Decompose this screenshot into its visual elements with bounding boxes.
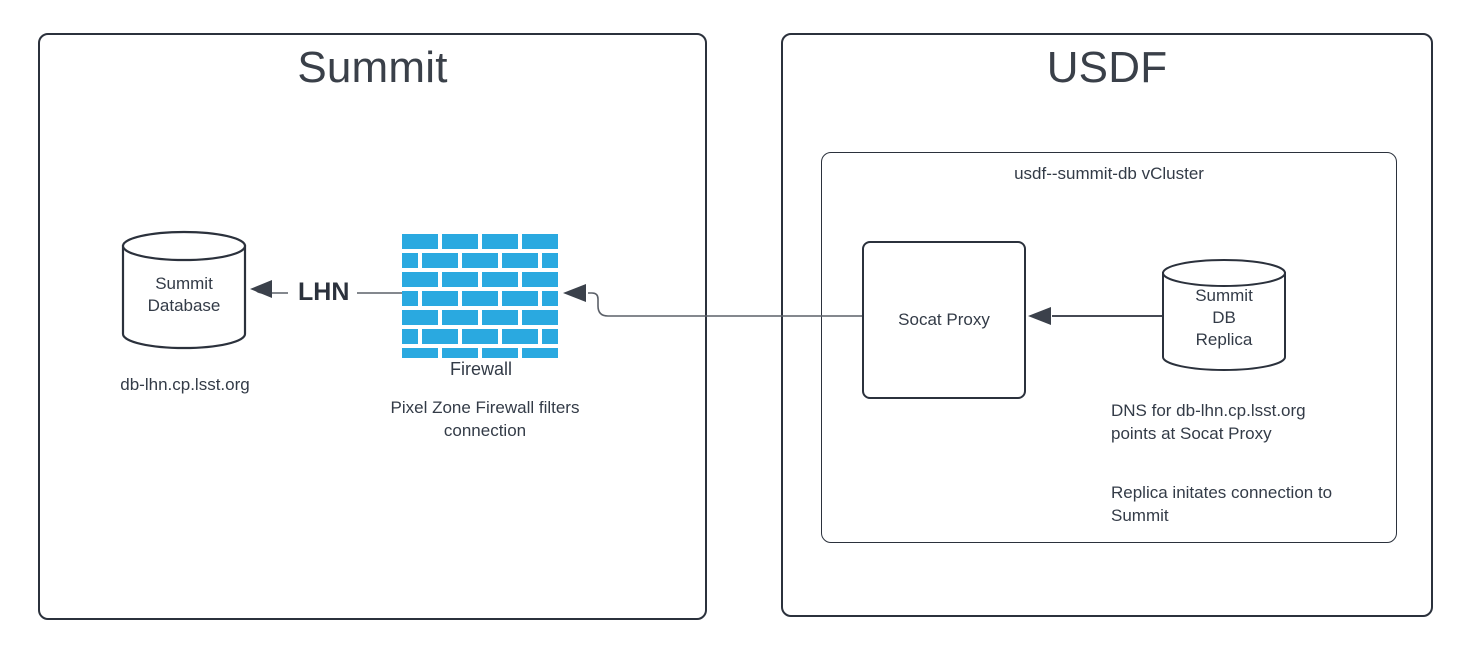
replica-dns-note: DNS for db-lhn.cp.lsst.org points at Soc… bbox=[1111, 401, 1306, 443]
vcluster-title: usdf--summit-db vCluster bbox=[1014, 164, 1204, 183]
replica-connection-note: Replica initates connection to Summit bbox=[1111, 483, 1333, 525]
summit-database-caption: db-lhn.cp.lsst.org bbox=[120, 375, 250, 394]
usdf-zone-title: USDF bbox=[1046, 43, 1168, 92]
firewall-label: Firewall bbox=[449, 359, 512, 379]
summit-database-cylinder: Summit Database bbox=[120, 230, 248, 350]
socat-proxy-label: Socat Proxy bbox=[898, 310, 990, 329]
firewall-graphic bbox=[402, 234, 560, 358]
firewall-caption: Pixel Zone Firewall filters connection bbox=[390, 398, 580, 440]
summit-db-replica-cylinder: Summit DB Replica bbox=[1160, 258, 1288, 372]
socat-proxy-box: Socat Proxy bbox=[862, 241, 1026, 399]
summit-zone-title: Summit bbox=[297, 43, 448, 92]
lhn-link-label: LHN bbox=[295, 278, 353, 306]
